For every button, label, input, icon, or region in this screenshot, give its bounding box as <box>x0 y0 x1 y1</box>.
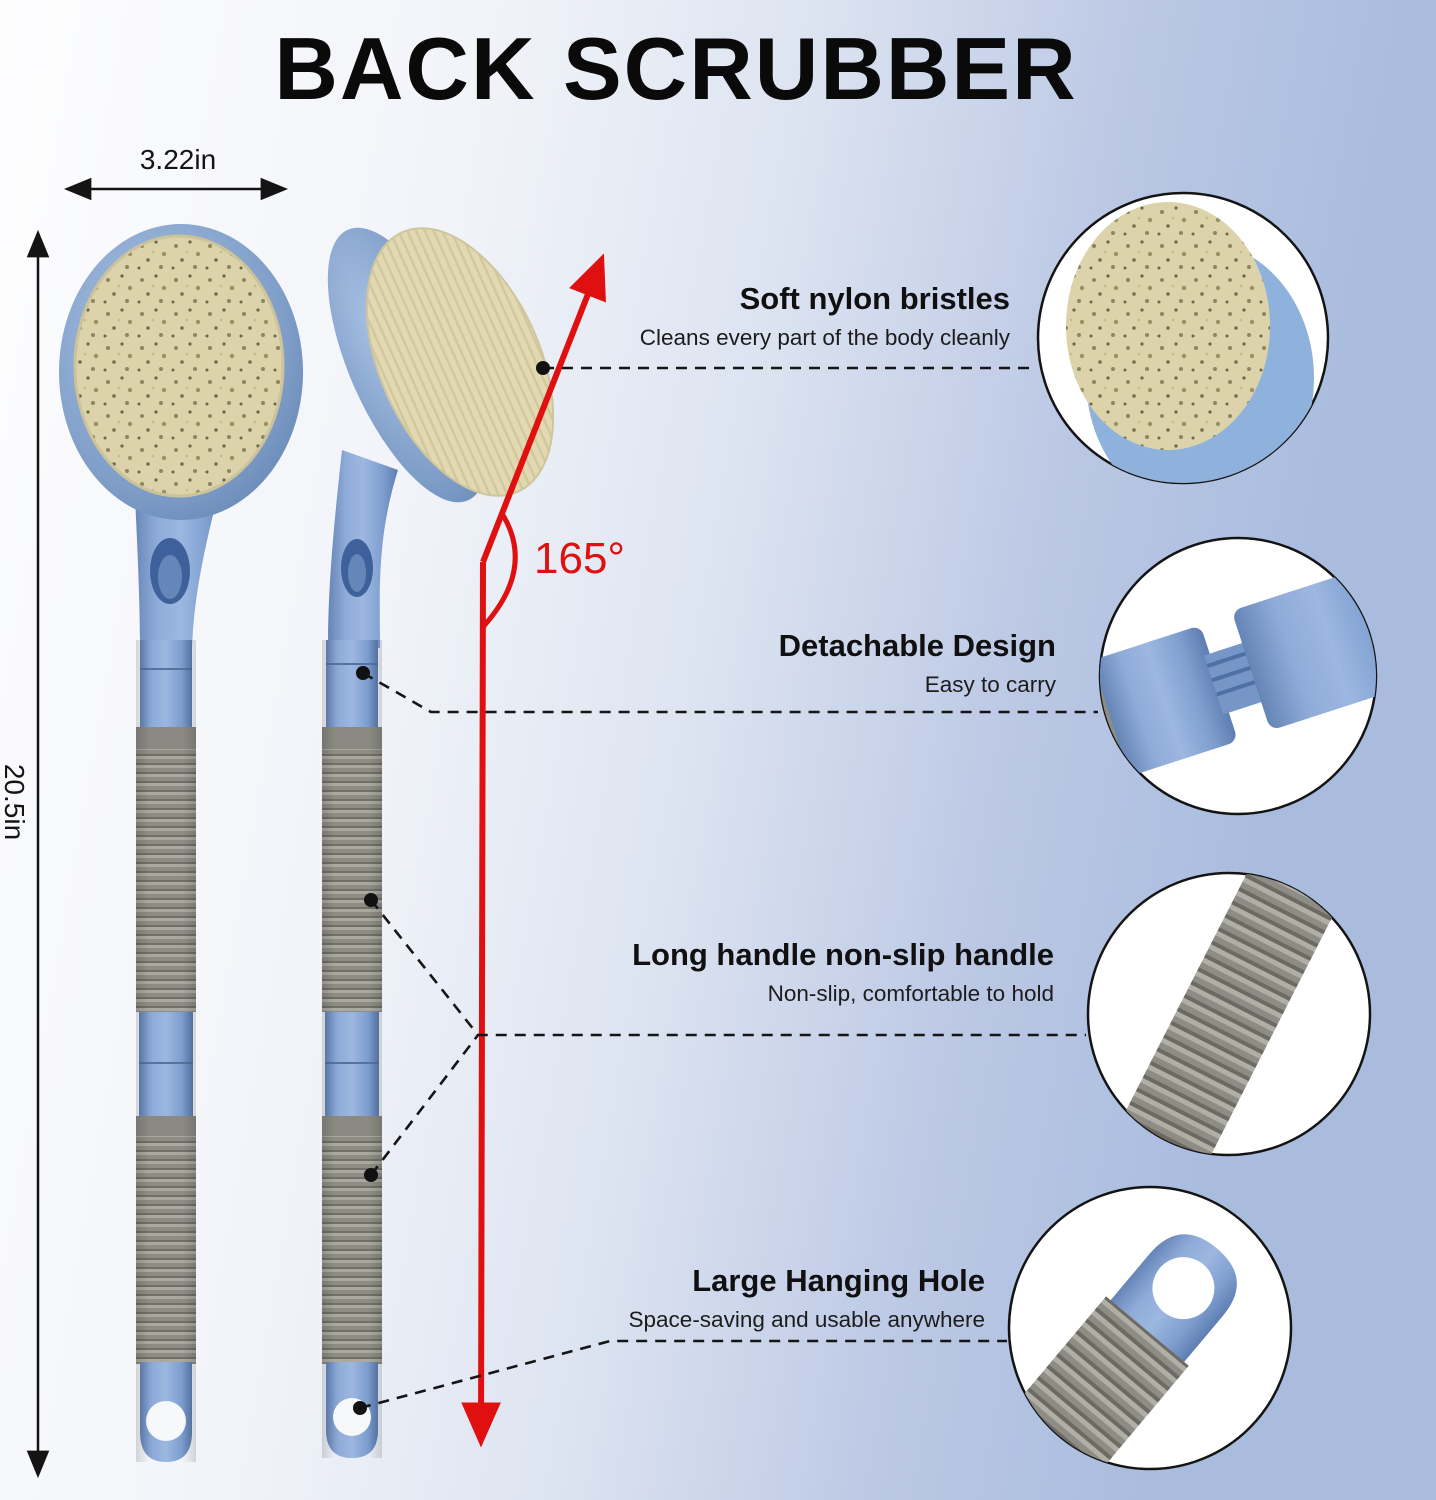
callout-circle-grip <box>1086 871 1372 1157</box>
feature-title: Detachable Design <box>778 628 1056 663</box>
callout-circle-bristles <box>1036 191 1330 485</box>
feature-soft-bristles: Soft nylon bristles Cleans every part of… <box>639 281 1010 351</box>
feature-long-handle: Long handle non-slip handle Non-slip, co… <box>632 937 1054 1007</box>
feature-subtitle: Cleans every part of the body cleanly <box>639 325 1010 351</box>
callout-circle-hole <box>1007 1185 1293 1471</box>
width-dimension-label: 3.22in <box>139 144 217 175</box>
length-dimension-label: 20.5in <box>0 763 30 841</box>
callout-circle-joint <box>1098 536 1378 816</box>
callout-dots <box>353 361 550 1415</box>
feature-hanging-hole: Large Hanging Hole Space-saving and usab… <box>628 1263 985 1333</box>
angle-label: 165° <box>534 534 626 583</box>
feature-title: Large Hanging Hole <box>692 1263 985 1298</box>
brush-side-view <box>322 227 555 1458</box>
feature-detachable: Detachable Design Easy to carry <box>778 628 1056 698</box>
feature-subtitle: Space-saving and usable anywhere <box>628 1307 985 1333</box>
feature-title: Long handle non-slip handle <box>632 937 1054 972</box>
feature-subtitle: Non-slip, comfortable to hold <box>767 981 1054 1007</box>
page-title: BACK SCRUBBER <box>274 19 1078 118</box>
brush-front-view <box>59 224 303 1462</box>
angle-arrow <box>461 253 606 1448</box>
feature-subtitle: Easy to carry <box>924 672 1056 698</box>
callout-connectors <box>359 366 1098 1410</box>
feature-title: Soft nylon bristles <box>739 281 1010 316</box>
